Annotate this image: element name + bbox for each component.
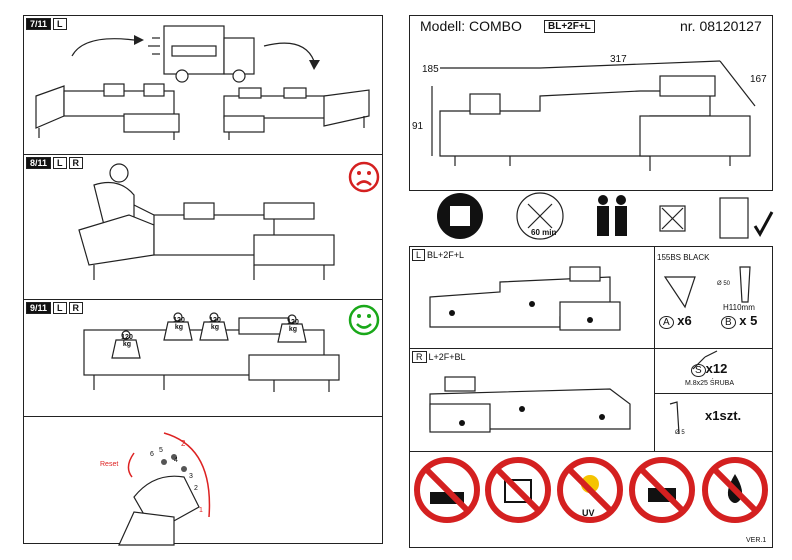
- dimension-drawing: [431, 60, 774, 240]
- headrest-reset-panel: Reset 2 6 5 4 3 2 1: [23, 416, 383, 546]
- no-sitting-on-armrest-icon: [629, 457, 695, 523]
- two-people-icon: [597, 195, 627, 236]
- step-marker: 2: [181, 439, 186, 448]
- side-badge-l: L: [53, 302, 67, 314]
- leg-model: 155BS BLACK: [657, 253, 710, 262]
- dimension-width: 185: [422, 64, 439, 75]
- side-badge-l: L: [412, 249, 426, 261]
- no-box-opening-icon: [659, 197, 774, 239]
- dimension-height: 91: [412, 121, 424, 132]
- manual-icon: [437, 193, 483, 239]
- side-badge-l: L: [53, 18, 67, 30]
- key-part-panel: Ø 5 x1szt.: [654, 393, 773, 452]
- model-name: Modell: COMBO: [420, 18, 522, 34]
- side-badge-r: R: [68, 157, 84, 169]
- step-number: 9/11: [26, 302, 52, 314]
- step-marker: 4: [174, 457, 178, 464]
- dimension-length: 317: [610, 54, 627, 65]
- weight-icon: [199, 312, 229, 341]
- version-label: VER.1: [746, 537, 767, 544]
- warnings-panel: UV VER.1: [409, 451, 773, 548]
- no-jumping-icon: [414, 457, 480, 523]
- legs-count: A x6: [659, 313, 692, 329]
- prohibition-icons: [414, 457, 768, 523]
- side-badge-l: L: [53, 157, 67, 169]
- foot-height: H110mm: [723, 303, 755, 312]
- sofa-variant-l-drawing: [429, 266, 621, 331]
- variant-code: BL+2F+L: [427, 250, 465, 260]
- person-lifting: [93, 163, 155, 226]
- step-marker: 5: [159, 447, 163, 454]
- tools-icon: [516, 192, 564, 240]
- screw-spec: M.8x25 ŚRUBA: [685, 380, 735, 387]
- legs-part-panel: 155BS BLACK Ø 50 H110mm A x6 B x 5: [654, 246, 773, 349]
- sofa-disassembled-left: [35, 83, 180, 140]
- assembly-time: 60 min: [531, 228, 557, 237]
- key-size: Ø 5: [675, 430, 685, 436]
- step-marker: 1: [199, 507, 203, 514]
- step-number: 8/11: [26, 157, 52, 169]
- step-marker: 3: [189, 473, 193, 480]
- side-badge-r: R: [412, 351, 427, 363]
- step-marker: 6: [150, 451, 154, 458]
- key-count: x1szt.: [705, 408, 742, 423]
- uv-label: UV: [582, 508, 595, 518]
- no-heater-icon: [485, 457, 551, 523]
- foot-diameter: Ø 50: [717, 281, 731, 287]
- weight-icon: [277, 314, 307, 343]
- dimension-depth: 167: [750, 74, 767, 85]
- product-panel: Modell: COMBO BL+2F+L nr. 08120127 185 3…: [409, 15, 774, 240]
- sofa-transport-illustration: [35, 25, 370, 140]
- weight-icon: [163, 312, 193, 341]
- sad-face-icon: [348, 161, 380, 193]
- legs-drawing: [663, 266, 751, 309]
- article-number: nr. 08120127: [680, 18, 762, 34]
- no-liquid-icon: [702, 457, 768, 523]
- variant-code: L+2F+BL: [428, 352, 466, 362]
- screw-icon: [692, 350, 718, 370]
- headrest-adjust-illustration: [118, 432, 211, 546]
- wrong-lifting-illustration: [78, 161, 380, 280]
- happy-face-icon: [348, 304, 380, 336]
- side-badge-r: R: [68, 302, 84, 314]
- weight-icon: [111, 330, 141, 359]
- feet-count: B x 5: [721, 313, 757, 329]
- sofa-disassembled-right: [223, 87, 370, 140]
- no-sunlight-icon: [557, 457, 623, 523]
- step-marker: 2: [194, 485, 198, 492]
- weight-test-illustration: [83, 304, 380, 392]
- variant-code: BL+2F+L: [544, 20, 595, 33]
- step-number: 7/11: [26, 18, 52, 30]
- reset-label: Reset: [100, 461, 119, 468]
- truck-icon: [148, 25, 255, 83]
- allen-key-icon: [669, 401, 680, 435]
- sofa-variant-r-drawing: [429, 376, 631, 433]
